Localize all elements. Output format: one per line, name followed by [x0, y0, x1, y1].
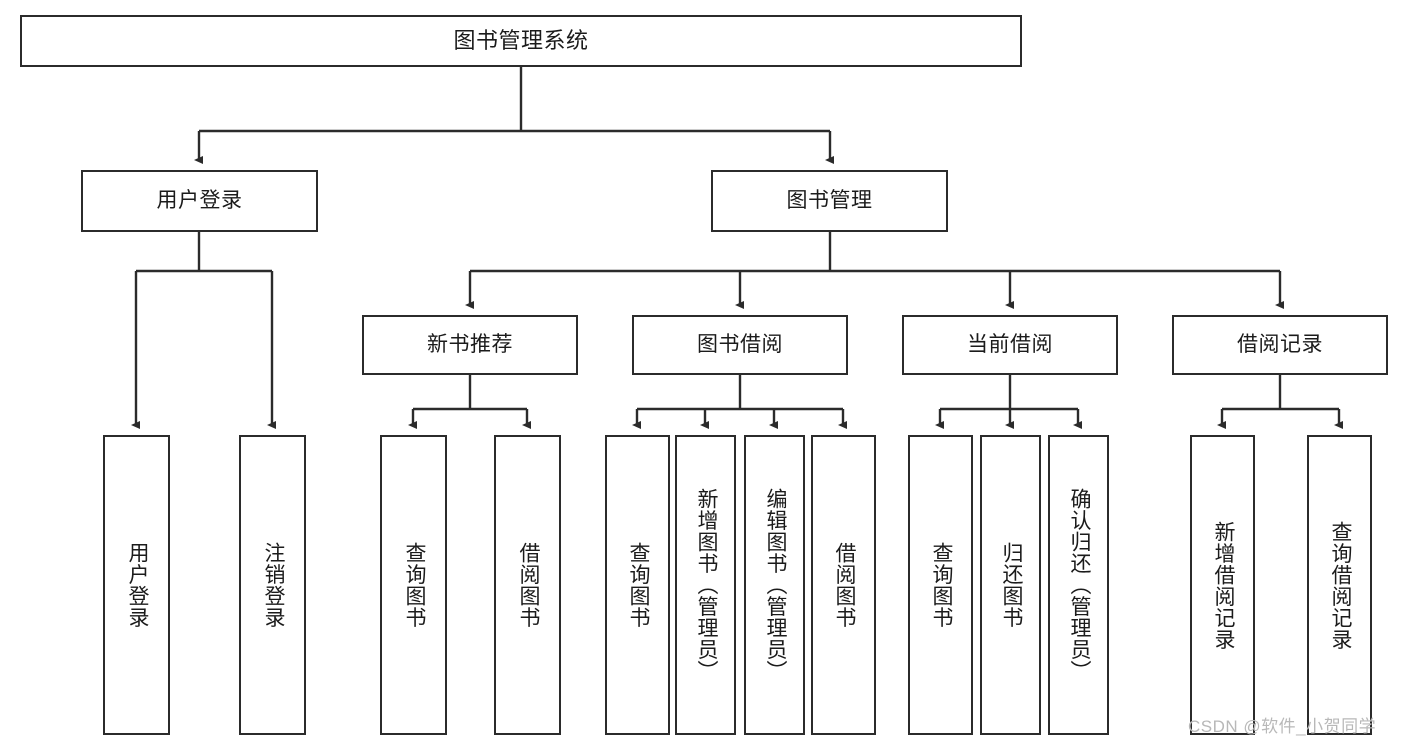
node-leaf-return-book[interactable]: 归还图书	[980, 435, 1041, 735]
node-label: 查询图书	[626, 542, 650, 628]
node-leaf-logout[interactable]: 注销登录	[239, 435, 306, 735]
node-leaf-query-book-borrow[interactable]: 查询图书	[605, 435, 670, 735]
node-leaf-query-borrow-record[interactable]: 查询借阅记录	[1307, 435, 1372, 735]
node-label: 用户登录	[156, 189, 243, 213]
node-label: 借阅记录	[1237, 333, 1323, 357]
node-book-management[interactable]: 图书管理	[711, 170, 948, 232]
csdn-watermark: CSDN @软件_小贺同学	[1188, 717, 1377, 736]
node-root-system[interactable]: 图书管理系统	[20, 15, 1022, 67]
node-leaf-user-login[interactable]: 用户登录	[103, 435, 170, 735]
node-label: 新书推荐	[427, 333, 513, 357]
node-label: 用户登录	[125, 542, 149, 628]
node-label: 图书借阅	[697, 333, 783, 357]
node-new-book-recommend[interactable]: 新书推荐	[362, 315, 578, 375]
node-label: 新增图书（管理员）	[694, 488, 718, 682]
node-leaf-add-book[interactable]: 新增图书（管理员）	[675, 435, 736, 735]
node-label: 新增借阅记录	[1211, 520, 1235, 650]
node-label: 图书管理	[786, 189, 873, 213]
node-leaf-query-book-recommend[interactable]: 查询图书	[380, 435, 447, 735]
node-leaf-borrow-book-recommend[interactable]: 借阅图书	[494, 435, 561, 735]
node-current-borrow[interactable]: 当前借阅	[902, 315, 1118, 375]
node-label: 编辑图书（管理员）	[763, 488, 787, 682]
node-label: 查询图书	[402, 542, 426, 628]
node-leaf-add-borrow-record[interactable]: 新增借阅记录	[1190, 435, 1255, 735]
node-borrow-record[interactable]: 借阅记录	[1172, 315, 1388, 375]
node-label: 借阅图书	[832, 542, 856, 628]
node-label: 当前借阅	[967, 333, 1053, 357]
node-leaf-query-book-current[interactable]: 查询图书	[908, 435, 973, 735]
node-label: 归还图书	[999, 542, 1023, 628]
node-leaf-edit-book[interactable]: 编辑图书（管理员）	[744, 435, 805, 735]
node-user-login[interactable]: 用户登录	[81, 170, 318, 232]
node-leaf-borrow-book[interactable]: 借阅图书	[811, 435, 876, 735]
node-leaf-confirm-return[interactable]: 确认归还（管理员）	[1048, 435, 1109, 735]
node-label: 图书管理系统	[453, 27, 589, 53]
node-book-borrow[interactable]: 图书借阅	[632, 315, 848, 375]
node-label: 查询借阅记录	[1328, 520, 1352, 650]
node-label: 查询图书	[929, 542, 953, 628]
node-label: 借阅图书	[516, 542, 540, 628]
node-label: 注销登录	[261, 542, 285, 628]
node-label: 确认归还（管理员）	[1067, 488, 1091, 682]
